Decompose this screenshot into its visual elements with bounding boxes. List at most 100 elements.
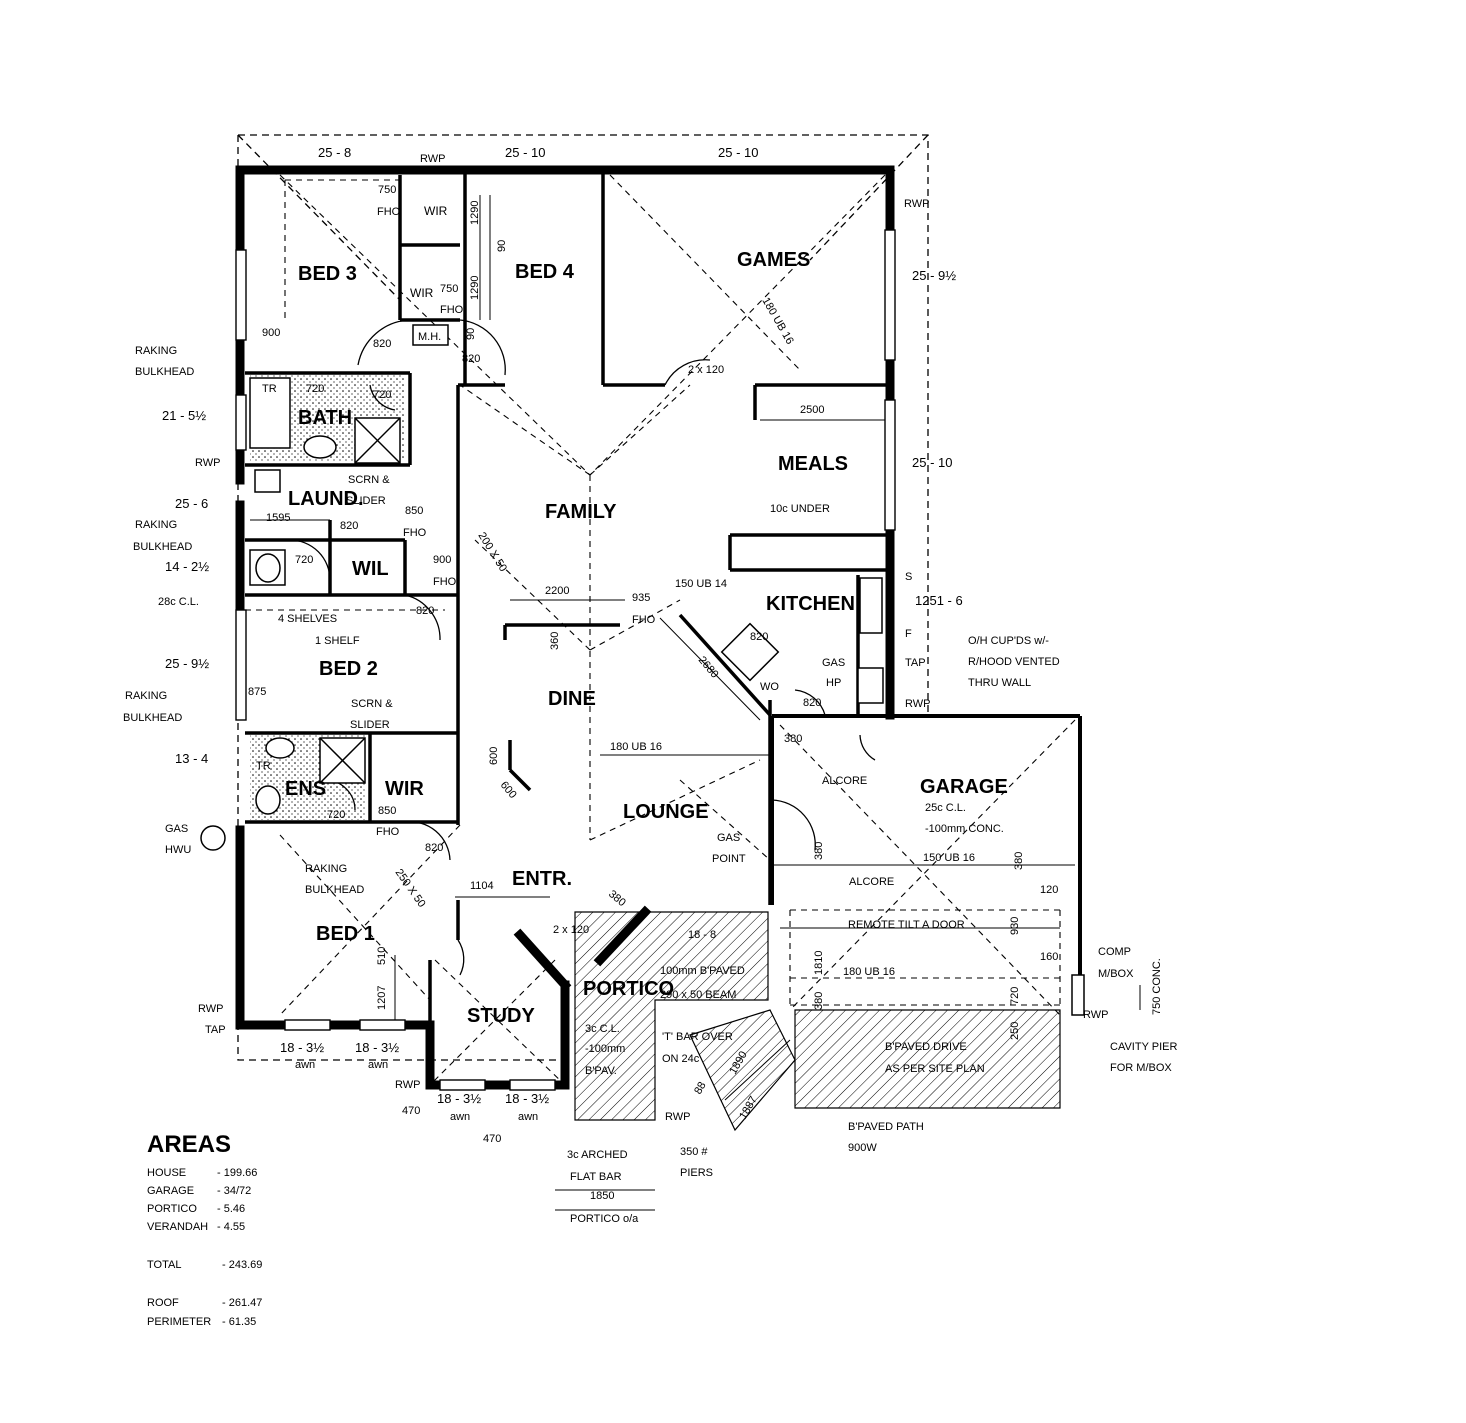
beam-180ub16-garage: 180 UB 16 — [843, 966, 895, 978]
window-study-b: 18 - 3½ — [505, 1091, 549, 1106]
note-paved-path: B'PAVED PATH — [848, 1121, 924, 1133]
window-bed1-b: 18 - 3½ — [355, 1040, 399, 1055]
dim-90b: 90 — [465, 328, 477, 340]
areas-value-garage: - 34/72 — [217, 1185, 251, 1197]
dim-850a: 850 — [405, 505, 423, 517]
dim-2200: 2200 — [545, 585, 569, 597]
dim-470a: 470 — [402, 1105, 420, 1117]
dim-750b: 750 — [440, 283, 458, 295]
note-350-piers: 350 # — [680, 1146, 708, 1158]
bath-tub — [249, 377, 291, 449]
beam-180ub16-games: 180 UB 16 — [759, 296, 795, 347]
note-3c-arched: 3c ARCHED — [567, 1149, 628, 1161]
room-games: GAMES — [737, 249, 810, 271]
note-paved-drive: B'PAVED DRIVE — [885, 1041, 967, 1053]
dim-750a: 750 — [378, 184, 396, 196]
dim-820b: 820 — [462, 353, 480, 365]
paving-hatch — [574, 911, 1061, 1132]
dim-360: 360 — [549, 632, 561, 650]
dim-850b: 850 — [378, 805, 396, 817]
dim-900b: 900 — [433, 554, 451, 566]
room-bed-4: BED 4 — [515, 261, 575, 283]
areas-value-total: - 243.69 — [222, 1259, 262, 1271]
rwp-left-2: RWP — [198, 1003, 223, 1015]
manhole — [412, 324, 449, 346]
note-3c-cl: 3c C.L. — [585, 1023, 620, 1035]
dim-2500: 2500 — [800, 404, 824, 416]
areas-value-verandah: - 4.55 — [217, 1221, 245, 1233]
dim-1595: 1595 — [266, 512, 290, 524]
room-bed-2: BED 2 — [319, 658, 378, 680]
basin-ens — [265, 737, 295, 759]
room-bath: BATH — [298, 407, 352, 429]
areas-label-garage: GARAGE — [147, 1185, 194, 1197]
label-s: S — [905, 571, 912, 583]
dim-1290a: 1290 — [469, 201, 481, 225]
room-bed-1: BED 1 — [316, 923, 375, 945]
awn-2: awn — [368, 1059, 388, 1071]
areas-value-house: - 199.66 — [217, 1167, 257, 1179]
note-cavity-pier: CAVITY PIER — [1110, 1041, 1178, 1053]
note-100mm: -100mm — [585, 1043, 625, 1055]
room-meals: MEALS — [778, 453, 848, 475]
areas-label-portico: PORTICO — [147, 1203, 197, 1215]
areas-label-total: TOTAL — [147, 1259, 181, 1271]
toilet-ens — [255, 785, 281, 815]
room-wir: WIR — [385, 778, 424, 800]
room-bed-3: BED 3 — [298, 263, 357, 285]
areas-label-house: HOUSE — [147, 1167, 186, 1179]
room-entry: ENTR. — [512, 868, 572, 890]
note-100mm-paved: 100mm B'PAVED — [660, 965, 745, 977]
areas-label-roof: ROOF — [147, 1297, 179, 1309]
dim-right-upper: 25 - 9½ — [912, 268, 956, 283]
awn-3: awn — [450, 1111, 470, 1123]
dim-820d: 820 — [416, 605, 434, 617]
windows — [235, 229, 896, 1091]
fho-b: FHO — [440, 304, 464, 316]
rwp-garage: RWP — [1083, 1009, 1108, 1021]
awn-1: awn — [295, 1059, 315, 1071]
note-rangehood: R/HOOD VENTED — [968, 656, 1060, 668]
rwp-right-kitchen: RWP — [905, 698, 930, 710]
room-kitchen: KITCHEN — [766, 593, 855, 615]
note-oh-cupboards: O/H CUP'DS w/- — [968, 635, 1049, 647]
label-f: F — [905, 628, 912, 640]
beam-150ub16-garage: 150 UB 16 — [923, 852, 975, 864]
note-comp: COMP — [1098, 946, 1131, 958]
dim-160: 160 — [1040, 951, 1058, 963]
dim-right-mid: 25 - 10 — [912, 455, 952, 470]
dim-820a: 820 — [373, 338, 391, 350]
rwp-right-top: RWP — [904, 198, 929, 210]
note-bulkhead-2: BULKHEAD — [133, 541, 192, 553]
note-bulkhead-3: BULKHEAD — [123, 712, 182, 724]
fho-f: FHO — [632, 614, 656, 626]
dim-88: 88 — [692, 1080, 709, 1097]
note-25c-cl: 25c C.L. — [925, 802, 966, 814]
dim-left-25-9: 25 - 9½ — [165, 656, 209, 671]
note-raking-4: RAKING — [305, 863, 347, 875]
rwp-left-1: RWP — [195, 457, 220, 469]
window-study-a: 18 - 3½ — [437, 1091, 481, 1106]
rwp-study: RWP — [395, 1079, 420, 1091]
beam-180ub16-dine: 180 UB 16 — [610, 741, 662, 753]
note-raking-2: RAKING — [135, 519, 177, 531]
basin-bath — [303, 435, 337, 459]
room-study: STUDY — [467, 1005, 535, 1027]
roof-outline — [237, 134, 929, 1061]
note-bulkhead-4: BULKHEAD — [305, 884, 364, 896]
note-alcore-2: ALCORE — [849, 876, 894, 888]
dim-90: 90 — [496, 240, 508, 252]
note-900w: 900W — [848, 1142, 877, 1154]
beam-250x50: 250 X 50 — [393, 867, 428, 910]
note-on-24c: ON 24c — [662, 1053, 700, 1065]
note-gas: GAS — [165, 823, 188, 835]
window-bed1-a: 18 - 3½ — [280, 1040, 324, 1055]
dim-820g: 820 — [803, 697, 821, 709]
note-100mm-conc: -100mm CONC. — [925, 823, 1004, 835]
note-remote-door: REMOTE TILT A DOOR — [848, 919, 965, 931]
dim-120a: 120 — [1040, 884, 1058, 896]
dim-720e: 720 — [1009, 987, 1021, 1005]
note-piers: PIERS — [680, 1167, 713, 1179]
